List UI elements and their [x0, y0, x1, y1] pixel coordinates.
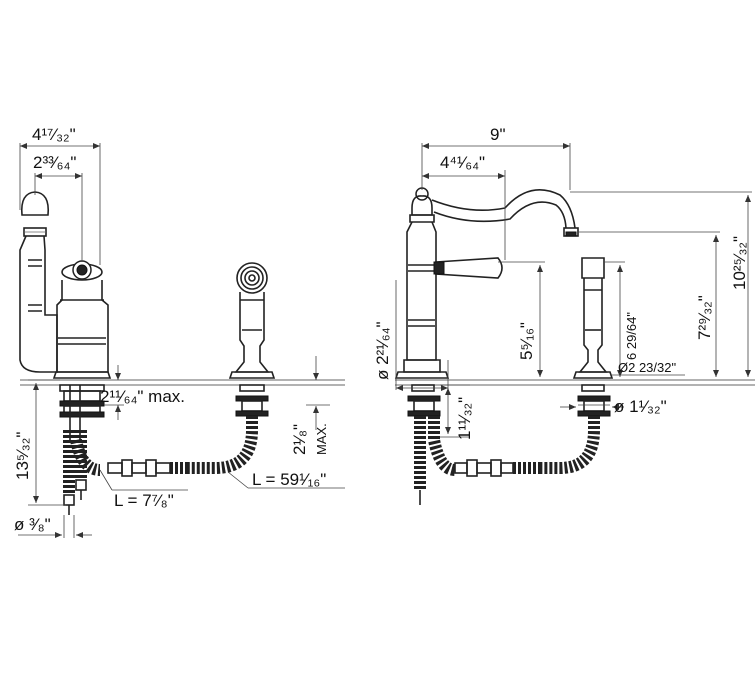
dimensions-left: 4¹⁷⁄₃₂" 2³³⁄₆₄" 2¹¹⁄₆₄" max. 13⁵⁄₃₂" ø ³…	[13, 125, 345, 538]
dim-shank-length: 1¹¹⁄₃₂"	[455, 397, 474, 440]
dim-below-deck-length: 13⁵⁄₃₂"	[13, 432, 32, 480]
dim-body-diameter: ø 2²¹⁄₆₄"	[373, 321, 392, 380]
dim-tail-length: L = 7⁷⁄₈"	[114, 491, 174, 510]
dim-spray-deck-max-unit: MAX.	[314, 423, 329, 455]
dim-spray-deck-max: 2¹⁄₈"	[290, 424, 309, 455]
below-deck-left	[59, 384, 188, 515]
right-front-view: 9" 4⁴¹⁄₆₄" ø 2²¹⁄₆₄" 5⁵⁄₁₆" 6 29/64" Ø2 …	[373, 125, 755, 505]
dim-spray-height: 6 29/64"	[624, 312, 639, 360]
dim-width-handle: 2³³⁄₆₄"	[33, 153, 76, 172]
faucet-front-body	[394, 187, 579, 379]
side-spray-right	[540, 257, 614, 474]
dim-overall-height: 10²⁵⁄₃₂"	[730, 236, 749, 290]
side-spray-left	[188, 262, 276, 474]
countertop-right	[395, 379, 755, 386]
dimensions-right: 9" 4⁴¹⁄₆₄" ø 2²¹⁄₆₄" 5⁵⁄₁₆" 6 29/64" Ø2 …	[373, 125, 752, 440]
dim-width-overall: 4¹⁷⁄₃₂"	[32, 125, 76, 144]
dim-hole-diameter: ø 1¹⁄₃₂"	[614, 397, 667, 416]
dim-spout-to-body: 4⁴¹⁄₆₄"	[440, 153, 485, 172]
dim-spray-base-diameter: Ø2 23/32"	[618, 360, 676, 375]
dim-reach: 9"	[490, 125, 506, 144]
left-side-view: 4¹⁷⁄₃₂" 2³³⁄₆₄" 2¹¹⁄₆₄" max. 13⁵⁄₃₂" ø ³…	[13, 125, 345, 538]
dim-deck-thickness: 2¹¹⁄₆₄" max.	[100, 387, 185, 406]
dim-handle-height: 5⁵⁄₁₆"	[517, 322, 536, 360]
dim-spout-height: 7²⁹⁄₃₂"	[695, 295, 714, 340]
below-deck-right	[407, 384, 540, 505]
faucet-side-body	[19, 191, 112, 379]
dim-pipe-diameter: ø ³⁄₈"	[14, 515, 51, 534]
dim-spray-hose-length: L = 59¹⁄₁₆"	[252, 470, 326, 489]
